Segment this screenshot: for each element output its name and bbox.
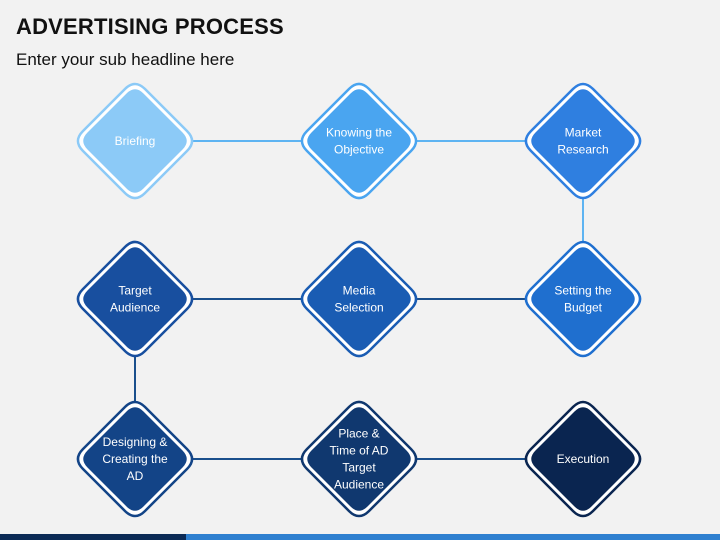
step-execution: Execution xyxy=(524,400,642,518)
step-diamond xyxy=(531,247,635,351)
step-label: Selection xyxy=(334,301,383,315)
step-label: Target xyxy=(342,461,376,475)
step-diamond xyxy=(83,89,187,193)
footer-bar-light xyxy=(186,534,720,540)
step-label: Audience xyxy=(334,478,384,492)
step-diamond xyxy=(307,407,411,511)
step-label: Time of AD xyxy=(330,444,389,458)
step-label: Target xyxy=(118,284,152,298)
step-label: Knowing the xyxy=(326,126,392,140)
step-diamond xyxy=(531,89,635,193)
page-subtitle: Enter your sub headline here xyxy=(16,50,235,69)
step-diamond xyxy=(531,407,635,511)
step-label: AD xyxy=(127,469,144,483)
step-diamond xyxy=(307,89,411,193)
step-label: Place & xyxy=(338,427,379,441)
step-label: Designing & xyxy=(103,435,168,449)
step-label: Research xyxy=(557,143,608,157)
step-diamond xyxy=(83,247,187,351)
step-label: Media xyxy=(343,284,376,298)
step-label: Market xyxy=(565,126,602,140)
step-diamond xyxy=(83,407,187,511)
step-diamond xyxy=(307,247,411,351)
step-label: Setting the xyxy=(554,284,612,298)
step-label: Execution xyxy=(557,452,610,466)
page-title: ADVERTISING PROCESS xyxy=(16,14,284,39)
step-label: Audience xyxy=(110,301,160,315)
footer-bar-dark xyxy=(0,534,186,540)
step-label: Objective xyxy=(334,143,384,157)
step-briefing: Briefing xyxy=(76,82,194,200)
step-label: Briefing xyxy=(115,134,156,148)
step-label: Creating the xyxy=(102,452,168,466)
step-label: Budget xyxy=(564,301,603,315)
